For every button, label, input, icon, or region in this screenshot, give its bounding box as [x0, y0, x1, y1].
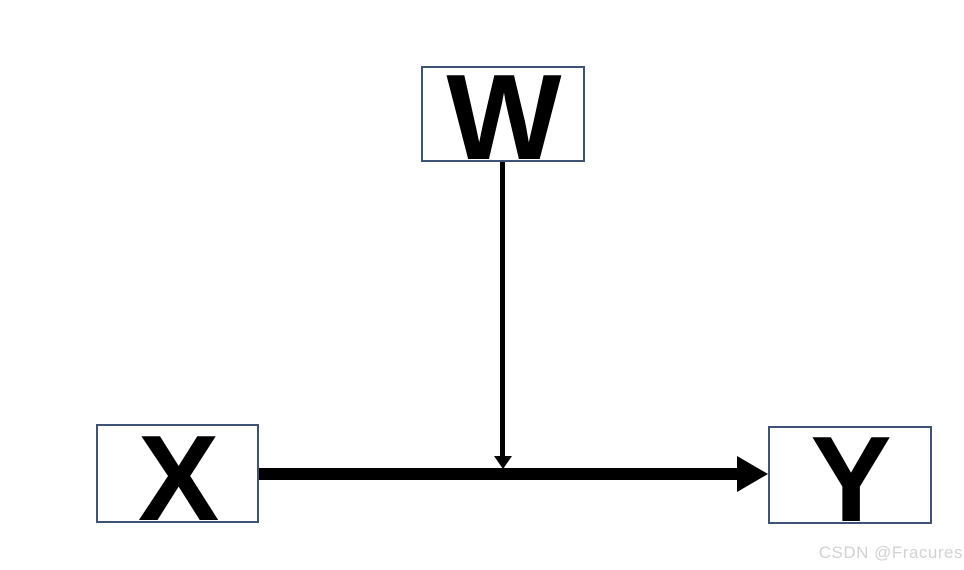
node-x-label: X [137, 409, 219, 546]
arrow-x-to-y-line [259, 468, 737, 480]
node-y-label: Y [810, 410, 891, 547]
node-w: W [421, 48, 585, 185]
node-w-label: W [446, 48, 561, 185]
node-y: Y [768, 410, 932, 547]
arrow-x-to-y-arrowhead-icon [737, 456, 768, 492]
watermark: CSDN @Fracures [818, 543, 963, 562]
node-x: X [96, 409, 259, 546]
arrow-w-to-xy-arrowhead-icon [494, 456, 512, 469]
arrow-w-to-xy-line [500, 162, 505, 456]
